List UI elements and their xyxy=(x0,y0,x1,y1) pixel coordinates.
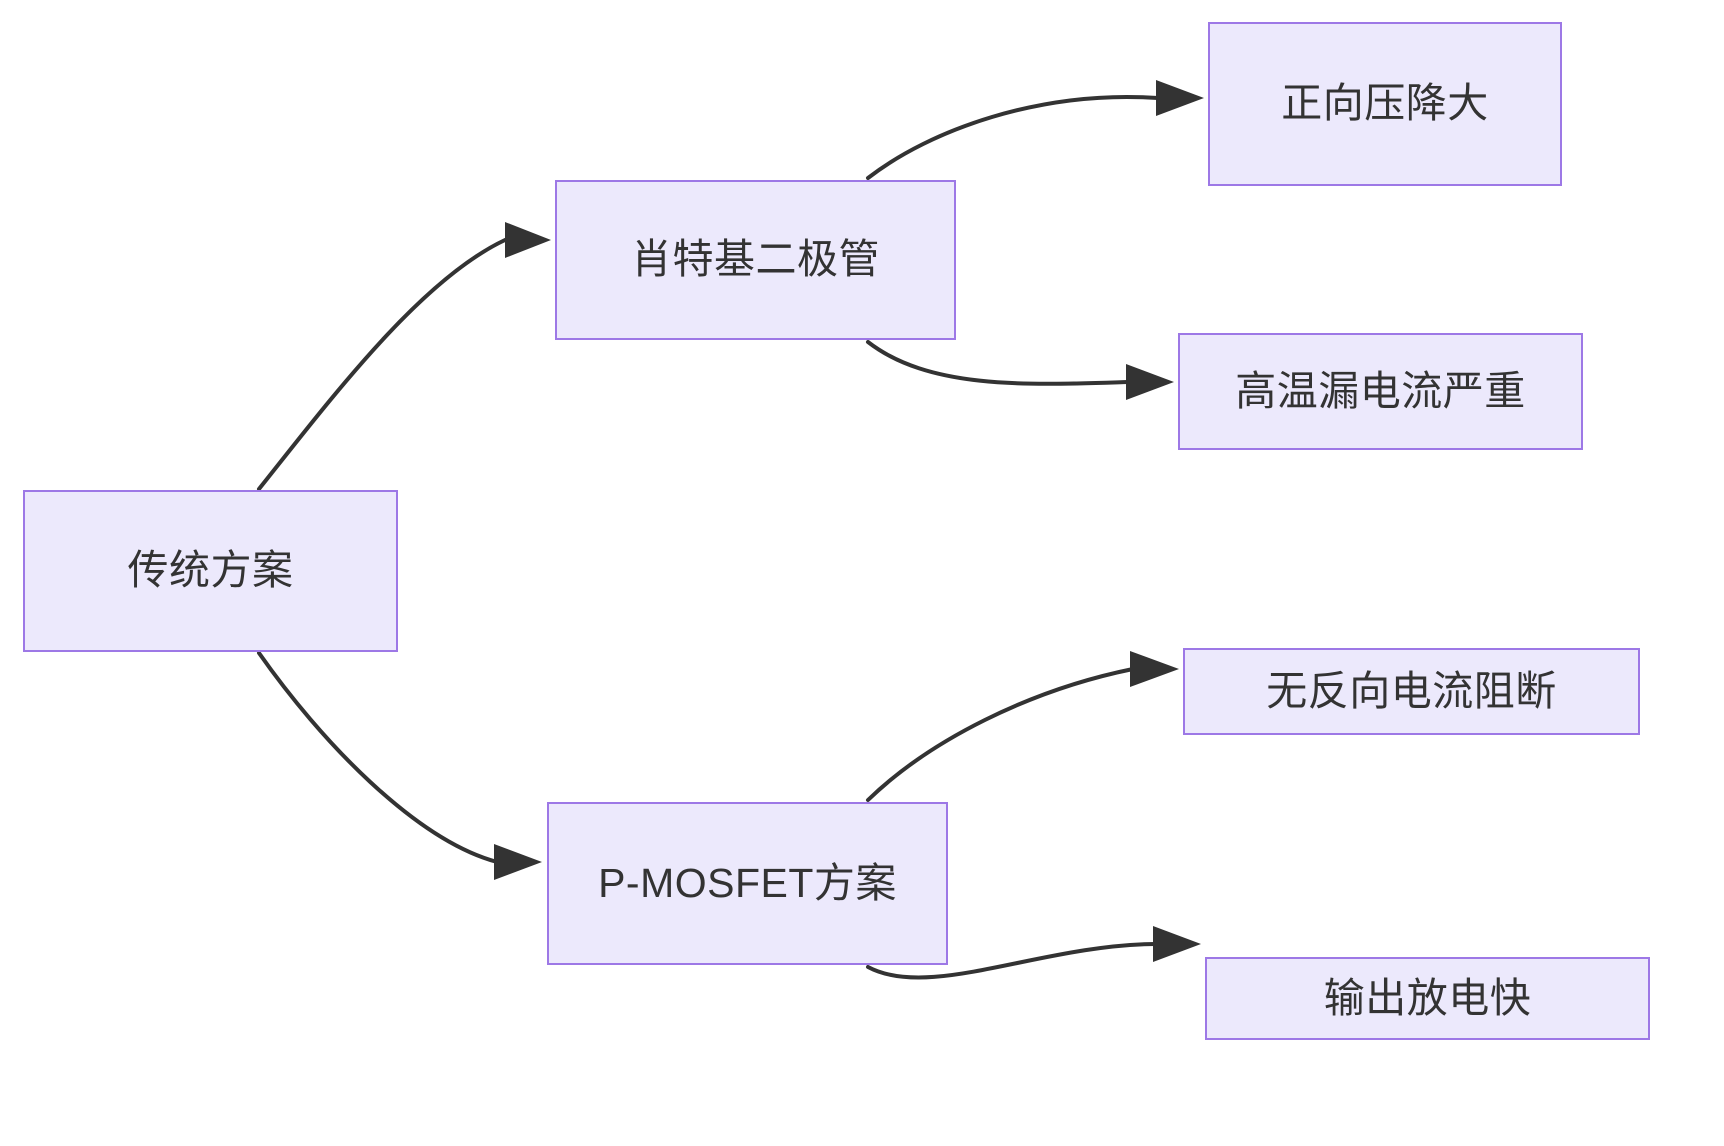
arrow-head-icon xyxy=(1156,80,1204,116)
node-schottky-diode[interactable]: 肖特基二极管 xyxy=(555,180,956,340)
edge-schottky-to-leakage xyxy=(866,340,1174,400)
node-label: 高温漏电流严重 xyxy=(1235,367,1526,414)
edge-schottky-to-vf-drop xyxy=(866,80,1204,180)
arrow-head-icon xyxy=(494,844,542,880)
node-label: 肖特基二极管 xyxy=(631,236,880,283)
arrow-head-icon xyxy=(1130,651,1179,687)
node-no-reverse-current-block[interactable]: 无反向电流阻断 xyxy=(1183,648,1640,735)
node-label: P-MOSFET方案 xyxy=(598,859,897,906)
edge-root-to-schottky xyxy=(257,222,551,491)
node-traditional-scheme[interactable]: 传统方案 xyxy=(23,490,398,652)
node-fast-output-discharge[interactable]: 输出放电快 xyxy=(1205,957,1650,1040)
node-label: 无反向电流阻断 xyxy=(1266,667,1557,714)
node-label: 输出放电快 xyxy=(1323,974,1532,1021)
node-label: 传统方案 xyxy=(127,547,294,594)
node-pmosfet-scheme[interactable]: P-MOSFET方案 xyxy=(547,802,948,965)
node-forward-voltage-drop[interactable]: 正向压降大 xyxy=(1208,22,1562,186)
arrow-head-icon xyxy=(505,222,551,258)
arrow-head-icon xyxy=(1126,364,1174,400)
node-high-temp-leakage[interactable]: 高温漏电流严重 xyxy=(1178,333,1583,450)
node-label: 正向压降大 xyxy=(1281,80,1489,127)
edge-root-to-pmosfet xyxy=(257,651,542,880)
arrow-head-icon xyxy=(1153,926,1201,962)
edge-pmosfet-to-no-block xyxy=(866,651,1179,802)
